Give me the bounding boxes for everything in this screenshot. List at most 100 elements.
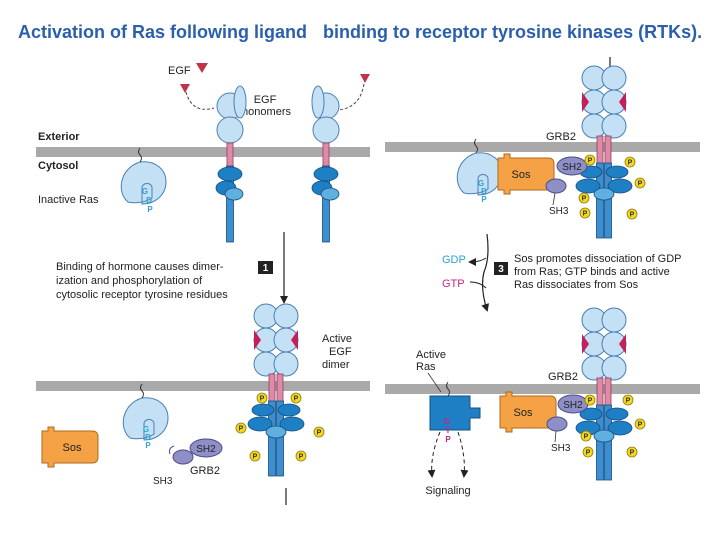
sh2-label: SH2 — [563, 400, 583, 411]
grb2-linker — [169, 445, 175, 455]
step-3-text-line-2: from Ras; GTP binds and active — [514, 266, 670, 278]
sh3-domain — [172, 449, 194, 465]
membrane-panel3 — [36, 381, 370, 391]
panel-3-active-dimer: Active EGF dimer G D P Sos SH2 GRB2 — [41, 303, 352, 505]
gdp-letter-p: P — [147, 205, 153, 214]
phosphate-badge — [235, 422, 247, 434]
gtp-letter-g: G — [444, 417, 450, 426]
gdp-letter-d: D — [481, 187, 487, 196]
active-ras-protein — [429, 395, 481, 431]
sos-label: Sos — [512, 169, 531, 181]
panel-4-active-ras: Active Ras G T P Signaling Sos SH2 GRB2 … — [416, 307, 646, 497]
membrane-panel2 — [385, 142, 700, 152]
step-3-badge — [494, 262, 508, 275]
phosphate-badge — [580, 430, 592, 442]
phosphate-badge — [584, 154, 596, 166]
ligand-path-left — [185, 91, 215, 110]
signaling-arrow-right — [457, 431, 469, 478]
step-1-text-line-2: ization and phosphorylation of — [56, 275, 203, 287]
gdp-out-arrow — [468, 257, 487, 266]
step-1-text-line-3: cytosolic receptor tyrosine residues — [56, 289, 228, 301]
step-1-badge — [258, 261, 273, 274]
ligand-path-right — [337, 83, 365, 111]
inactive-ras-label: Inactive Ras — [38, 194, 99, 206]
phosphate-badge — [313, 426, 325, 438]
step-3-text-line-3: Ras dissociates from Sos — [514, 279, 639, 291]
egf-receptor-monomer-right — [311, 85, 340, 243]
sh2-domain — [189, 438, 223, 458]
gdp-letter-d: D — [146, 196, 152, 205]
sh3-label: SH3 — [551, 443, 571, 454]
gtp-in-arrow — [469, 281, 487, 289]
grb2-label: GRB2 — [546, 131, 576, 143]
egf-ligand-icon-3 — [360, 74, 370, 83]
phosphate-badge — [579, 207, 591, 219]
active-ras-label-1: Active — [416, 349, 446, 361]
sh3-label: SH3 — [549, 206, 569, 217]
gdp-letter-g: G — [143, 425, 149, 434]
sh3-label: SH3 — [153, 476, 173, 487]
sh3-domain — [545, 178, 567, 194]
gdp-letter-p: P — [481, 195, 487, 204]
step-1-number: 1 — [263, 263, 269, 274]
active-ras-label-2: Ras — [416, 361, 436, 373]
phosphate-badge — [634, 177, 646, 189]
step-3-gtp: GTP — [442, 278, 465, 290]
active-egf-dimer-label-2: EGF — [329, 346, 352, 358]
title-part-2: binding to receptor tyrosine kinases (RT… — [323, 22, 703, 42]
active-ras-anchor — [446, 381, 450, 397]
grb2-label: GRB2 — [190, 465, 220, 477]
figure-title: Activation of Ras following ligand bindin… — [18, 22, 702, 43]
sh2-label: SH2 — [562, 162, 582, 173]
sh3-leader — [554, 430, 557, 443]
gdp-letter-d: D — [145, 433, 151, 442]
sh3-domain — [546, 416, 568, 432]
active-ras-leader — [427, 372, 442, 393]
sh2-label: SH2 — [196, 444, 216, 455]
exterior-label: Exterior — [38, 131, 80, 143]
panel-2-grb2-sos-recruitment: G D P Sos SH2 GRB2 SH3 — [456, 57, 646, 239]
egf-receptor-monomer-left — [215, 85, 247, 243]
gdp-letter-g: G — [478, 179, 484, 188]
cytosol-label: Cytosol — [38, 160, 78, 172]
active-egf-dimer-label-1: Active — [322, 333, 352, 345]
egf-ligand-icon — [196, 63, 208, 73]
phosphate-badge — [249, 450, 261, 462]
egf-monomers-label-1: EGF — [254, 94, 277, 106]
gtp-letter-t: T — [446, 426, 451, 435]
active-egf-dimer-label-3: dimer — [322, 359, 350, 371]
phosphate-badge — [290, 392, 302, 404]
gtp-letter-p: P — [445, 435, 451, 444]
step-3-arrow — [481, 233, 489, 312]
title-part-1: Activation of Ras following ligand — [18, 22, 308, 42]
grb2-label: GRB2 — [548, 371, 578, 383]
phosphate-badge — [584, 394, 596, 406]
panel-1-egf-binding: EGF EGF monomers Exterior Cytosol G D — [38, 63, 370, 243]
step-1-text-line-1: Binding of hormone causes dimer- — [56, 261, 224, 273]
phosphate-badge — [256, 392, 268, 404]
step-3-gdp: GDP — [442, 254, 466, 266]
phosphate-badge — [626, 208, 638, 220]
sos-label: Sos — [63, 442, 82, 454]
egf-monomers-label-2: monomers — [239, 106, 291, 118]
sh2-domain — [556, 156, 588, 176]
egf-label: EGF — [168, 65, 191, 77]
phosphate-badge — [582, 446, 594, 458]
phosphate-badge — [578, 192, 590, 204]
membrane-panel1 — [36, 147, 370, 157]
gdp-letter-p: P — [145, 441, 151, 450]
signaling-arrow-left — [427, 431, 441, 478]
step-1: 1 Binding of hormone causes dimer- izati… — [56, 232, 288, 304]
phosphate-badge — [624, 156, 636, 168]
egf-ligand-icon-2 — [180, 84, 190, 93]
phosphate-badge — [622, 394, 634, 406]
membrane-panel4 — [385, 384, 700, 394]
phosphate-badge — [626, 446, 638, 458]
sos-label: Sos — [514, 407, 533, 419]
gdp-letter-g: G — [142, 187, 148, 196]
step-3-number: 3 — [498, 264, 504, 275]
step-3: GDP GTP 3 Sos promotes dissociation of G… — [442, 233, 682, 312]
sh3-leader — [552, 192, 556, 206]
